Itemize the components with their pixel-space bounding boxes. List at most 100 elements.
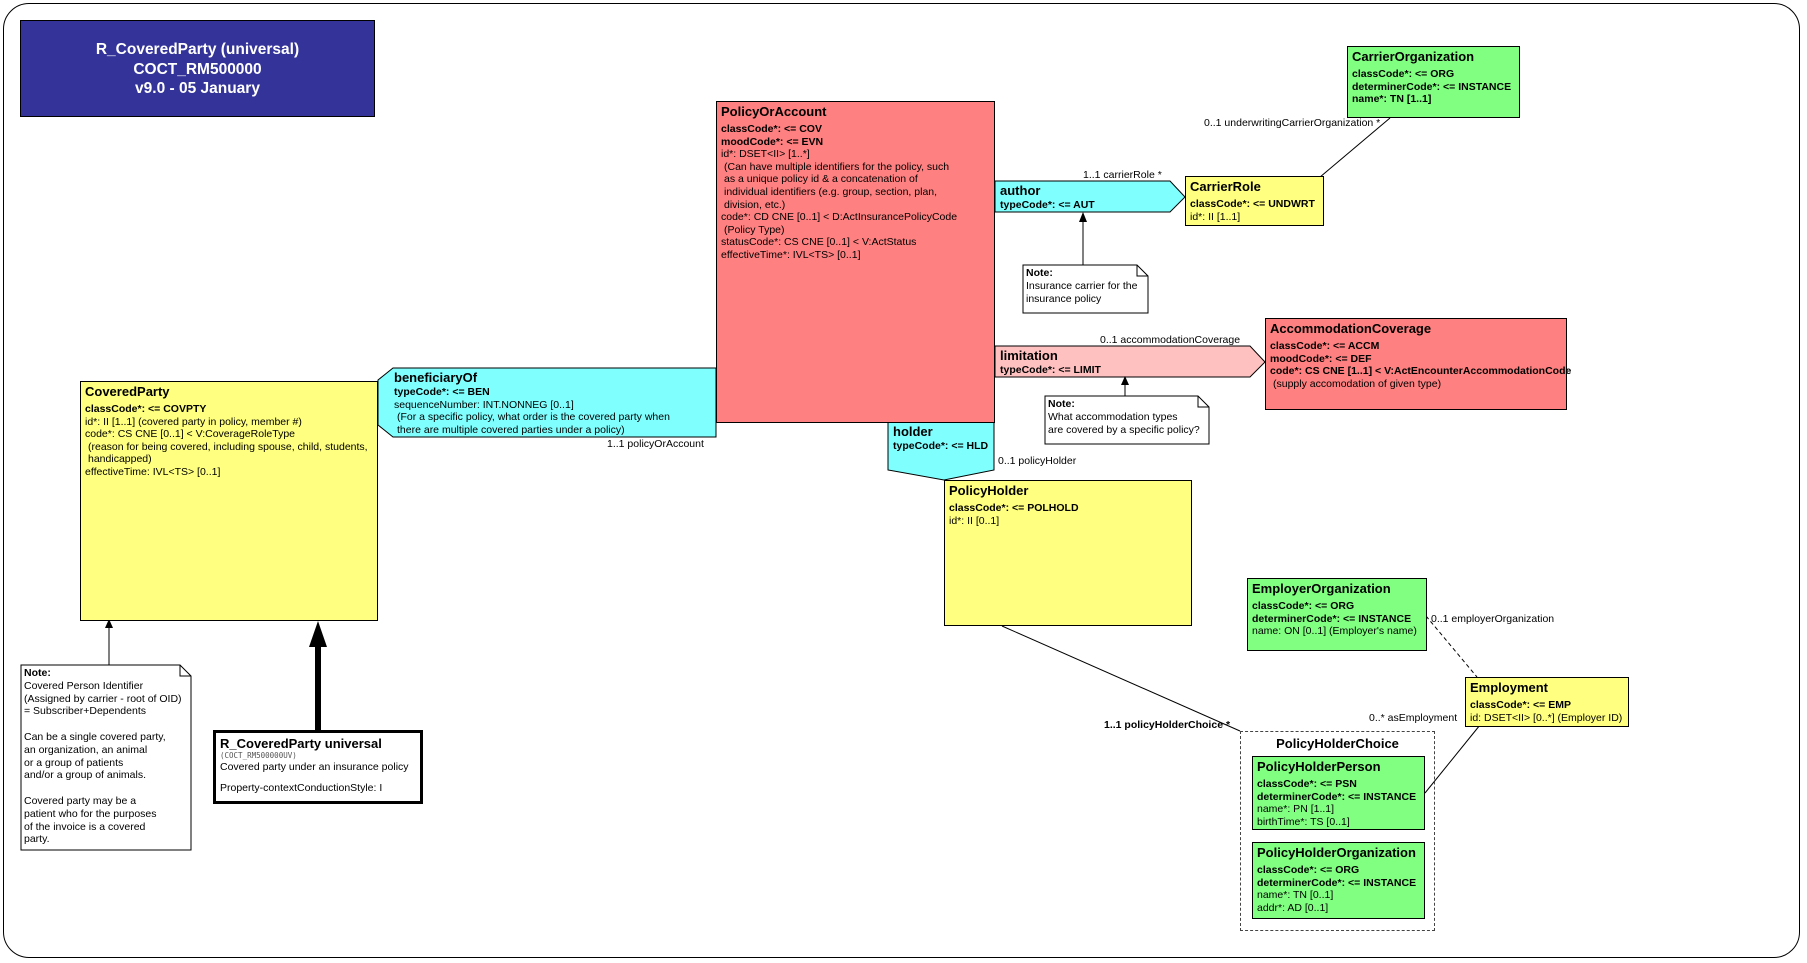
label-policy-or-account: 1..1 policyOrAccount <box>607 438 704 450</box>
attr-code-note: (supply accomodation of given type) <box>1273 377 1442 390</box>
attr-code-note: handicapped) <box>88 453 152 466</box>
note-line: patient who for the purposes <box>24 807 157 820</box>
attr-id-note: (Can have multiple identifiers for the p… <box>724 160 950 173</box>
attr-birth-time: birthTime*: TS [0..1] <box>1257 815 1350 828</box>
diagram-title-box: R_CoveredParty (universal) COCT_RM500000… <box>20 20 375 117</box>
relationship-name: limitation <box>1000 348 1058 363</box>
class-name: CarrierOrganization <box>1352 49 1475 64</box>
attr-class-code: classCode*: <= ACCM <box>1270 340 1380 352</box>
note-title: Note: <box>1026 267 1053 279</box>
attr-effective-time: effectiveTime: IVL<TS> [0..1] <box>85 465 221 478</box>
class-name: CoveredParty <box>85 384 170 399</box>
label-accommodation-coverage: 0..1 accommodationCoverage <box>1100 334 1241 346</box>
note-line: party. <box>24 833 50 846</box>
attr-id-note: individual identifiers (e.g. group, sect… <box>724 185 938 198</box>
attr-id: id*: II [1..1] <box>1190 210 1241 223</box>
note-line: of the invoice is a covered <box>24 820 146 833</box>
policy-holder-organization-class: PolicyHolderOrganization classCode*: <= … <box>1252 842 1425 919</box>
attr-type-code: typeCode*: <= LIMIT <box>1000 364 1101 376</box>
attr-name: name*: TN [1..1] <box>1352 93 1432 106</box>
diagram-frame <box>3 3 1800 958</box>
note-line: an organization, an animal <box>24 743 148 756</box>
class-name: PolicyOrAccount <box>721 104 827 119</box>
attr-determiner-code: determinerCode*: <= INSTANCE <box>1252 612 1412 625</box>
attr-id: id*: II [1..1] (covered party in policy,… <box>85 415 302 428</box>
attr-code: code*: CS CNE [0..1] < V:CoverageRoleTyp… <box>85 428 296 441</box>
attr-type-code: typeCode*: <= AUT <box>1000 199 1095 211</box>
note-line: and/or a group of animals. <box>24 769 146 782</box>
attr-note: (For a specific policy, what order is th… <box>397 411 670 424</box>
title-line-2: COCT_RM500000 <box>133 60 262 78</box>
attr-code-note: (reason for being covered, including spo… <box>88 440 368 453</box>
policy-holder-person-class: PolicyHolderPerson classCode*: <= PSN de… <box>1252 756 1425 830</box>
attr-code-note: (Policy Type) <box>724 223 785 236</box>
employment-class: Employment classCode*: <= EMP id: DSET<I… <box>1465 677 1629 727</box>
choice-name: PolicyHolderChoice <box>1276 736 1399 751</box>
entry-point-style: Property-contextConductionStyle: I <box>220 781 383 794</box>
class-name: CarrierRole <box>1190 179 1261 194</box>
participation-name: author <box>1000 183 1041 198</box>
attr-type-code: typeCode*: <= HLD <box>893 440 989 452</box>
attr-code: code*: CD CNE [0..1] < D:ActInsurancePol… <box>721 211 958 224</box>
attr-determiner-code: determinerCode*: <= INSTANCE <box>1352 80 1512 93</box>
attr-sequence-number: sequenceNumber: INT.NONNEG [0..1] <box>394 398 574 411</box>
class-name: PolicyHolderOrganization <box>1257 845 1416 860</box>
attr-name: name*: TN [0..1] <box>1257 889 1334 902</box>
attr-class-code: classCode*: <= ORG <box>1352 68 1455 80</box>
employer-link <box>1425 615 1478 678</box>
entry-point-description: Covered party under an insurance policy <box>220 761 409 773</box>
attr-name: name*: PN [1..1] <box>1257 803 1335 816</box>
attr-mood-code: moodCode*: <= DEF <box>1270 352 1372 365</box>
attr-id: id: DSET<II> [0..*] (Employer ID) <box>1470 711 1623 724</box>
note-line: Can be a single covered party, <box>24 730 166 743</box>
note-carrier-shape <box>1022 264 1149 314</box>
attr-determiner-code: determinerCode*: <= INSTANCE <box>1257 876 1417 889</box>
attr-note: there are multiple covered parties under… <box>397 423 625 436</box>
attr-class-code: classCode*: <= EMP <box>1470 699 1571 711</box>
employer-organization-class: EmployerOrganization classCode*: <= ORG … <box>1247 578 1427 651</box>
attr-code: code*: CS CNE [1..1] < V:ActEncounterAcc… <box>1270 365 1572 378</box>
attr-type-code: typeCode*: <= BEN <box>394 386 490 398</box>
class-name: AccommodationCoverage <box>1270 321 1432 336</box>
attr-class-code: classCode*: <= COV <box>721 123 822 135</box>
entry-point-name: R_CoveredParty universal <box>220 736 382 751</box>
attr-effective-time: effectiveTime*: IVL<TS> [0..1] <box>721 248 861 261</box>
class-name: PolicyHolder <box>949 483 1029 498</box>
note-line: Covered party may be a <box>24 794 137 807</box>
class-name: Employment <box>1470 680 1549 695</box>
participation-name: holder <box>893 424 933 439</box>
attr-class-code: classCode*: <= UNDWRT <box>1190 198 1315 210</box>
attr-id: id*: II [0..1] <box>949 514 1000 527</box>
attr-class-code: classCode*: <= COVPTY <box>85 403 207 415</box>
attr-name: name: ON [0..1] (Employer's name) <box>1252 625 1417 638</box>
accommodation-coverage-class: AccommodationCoverage classCode*: <= ACC… <box>1265 318 1572 410</box>
note-line: (Assigned by carrier - root of OID) <box>24 692 182 705</box>
label-underwriting-carrier: 0..1 underwritingCarrierOrganization * <box>1204 117 1381 129</box>
note-title: Note: <box>24 667 51 679</box>
carrier-role-class: CarrierRole classCode*: <= UNDWRT id*: I… <box>1185 176 1324 226</box>
attr-class-code: classCode*: <= ORG <box>1257 864 1360 876</box>
note-line: Covered Person Identifier <box>24 679 144 692</box>
label-policy-holder-choice: 1..1 policyHolderChoice * <box>1104 719 1231 731</box>
label-as-employment: 0..* asEmployment <box>1369 712 1458 724</box>
policy-holder-class: PolicyHolder classCode*: <= POLHOLD id*:… <box>944 480 1192 626</box>
policy-holder-choice: PolicyHolderChoice <box>1240 731 1435 931</box>
title-line-3: v9.0 - 05 January <box>135 80 260 97</box>
note-accommodation: Note: What accommodation types are cover… <box>1048 398 1200 436</box>
holder-participation: holder typeCode*: <= HLD <box>893 424 988 453</box>
attr-id-note: division, etc.) <box>724 198 786 211</box>
note-line: What accommodation types <box>1048 410 1178 423</box>
attr-mood-code: moodCode*: <= EVN <box>721 135 824 148</box>
note-carrier: Note: Insurance carrier for the insuranc… <box>1026 267 1137 305</box>
author-shape <box>994 180 1186 213</box>
note-line: Insurance carrier for the <box>1026 279 1138 292</box>
label-carrier-role: 1..1 carrierRole * <box>1083 169 1162 181</box>
title-line-1: R_CoveredParty (universal) <box>95 41 300 58</box>
attr-class-code: classCode*: <= POLHOLD <box>949 502 1079 514</box>
covered-party-class: CoveredParty classCode*: <= COVPTY id*: … <box>80 381 378 621</box>
beneficiary-of-shape <box>377 367 717 438</box>
attr-id-note: as a unique policy id & a concatenation … <box>724 173 918 186</box>
entry-point-code: (COCT_RM500000UV) <box>220 751 297 760</box>
